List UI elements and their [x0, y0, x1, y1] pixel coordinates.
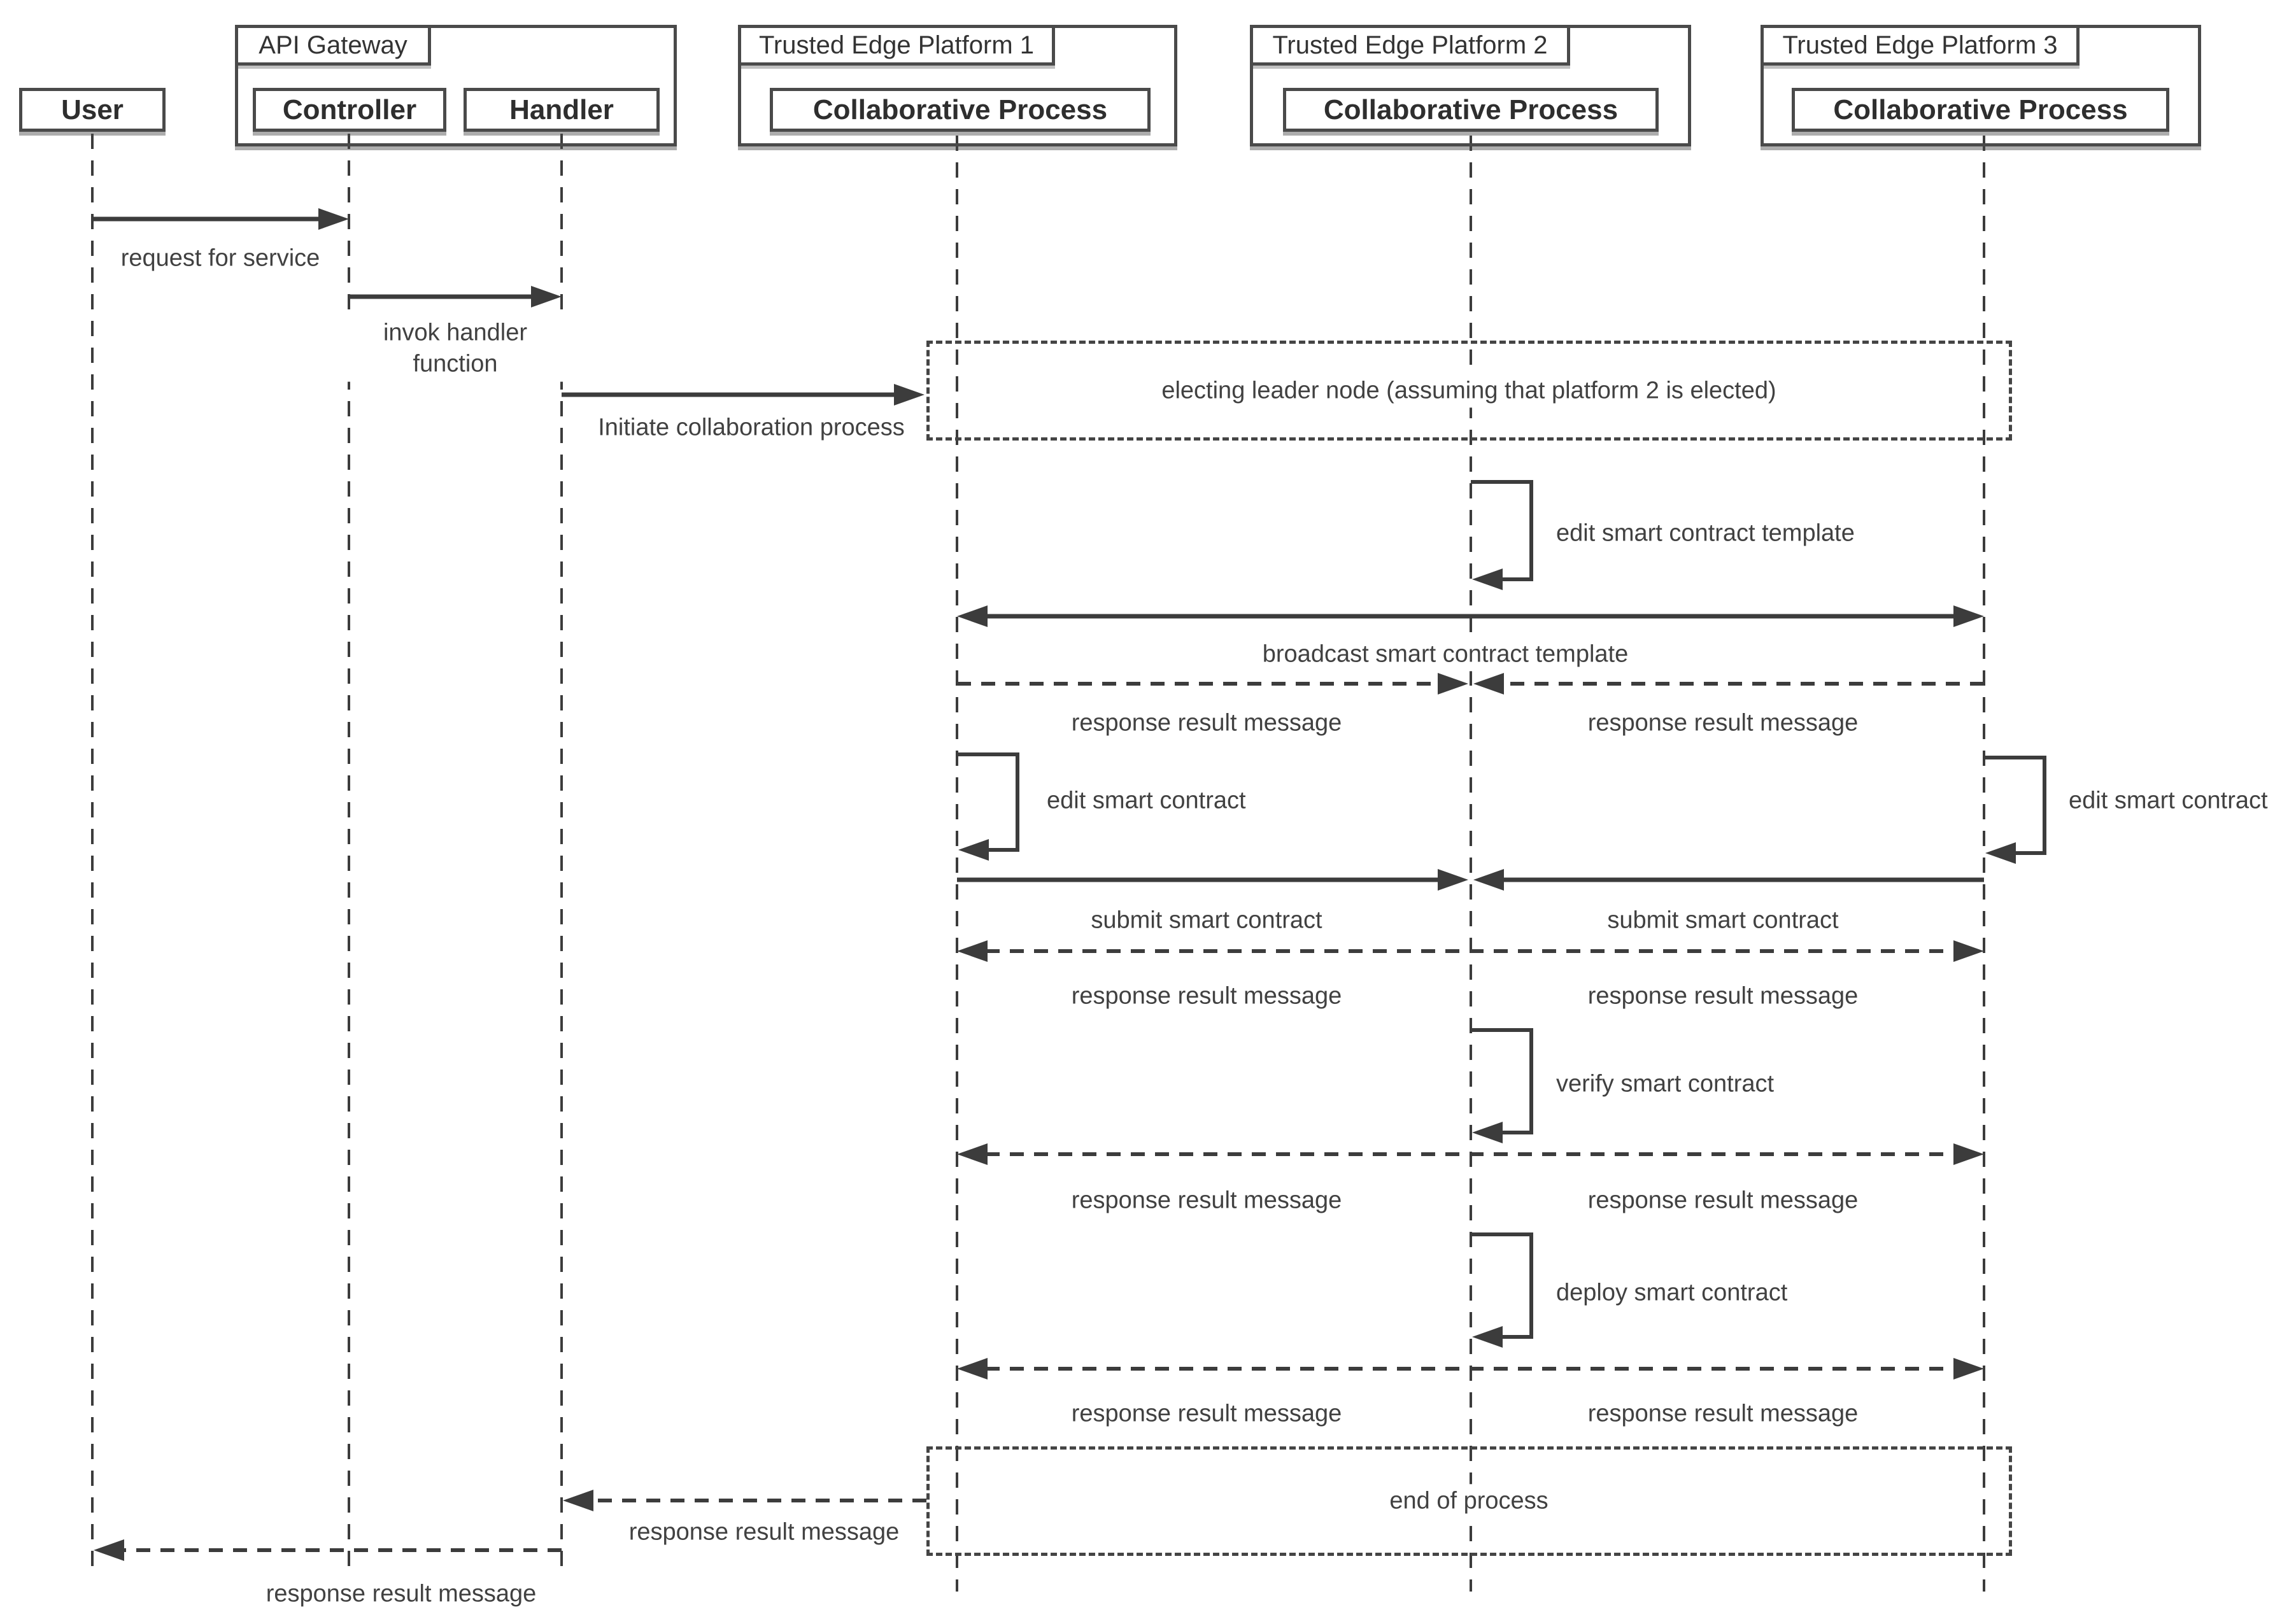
label-response-to-handler: response result message	[621, 1515, 907, 1550]
label-initiate-collaboration: Initiate collaboration process	[590, 411, 912, 445]
label-response-submit-left: response result message	[1063, 979, 1350, 1013]
loop-edit-contract-p1	[957, 752, 1019, 861]
actor-controller-box: Controller	[253, 88, 446, 132]
electing-leader-frame	[926, 341, 2012, 441]
label-response-deploy-right: response result message	[1580, 1397, 1866, 1431]
label-submit-right: submit smart contract	[1599, 903, 1846, 938]
platform3-tab: Trusted Edge Platform 3	[1761, 25, 2080, 66]
loop-verify-contract-p2	[1471, 1028, 1533, 1143]
label-request-for-service: request for service	[113, 241, 328, 276]
solid-arrows	[92, 208, 1984, 891]
dashed-arrows	[94, 673, 1984, 1561]
api-gateway-tab: API Gateway	[235, 25, 431, 66]
label-edit-template: edit smart contract template	[1548, 516, 1862, 551]
arrow-response-verify	[957, 1143, 1984, 1165]
arrow-response-deploy	[957, 1358, 1984, 1380]
arrow-response-to-handler	[563, 1490, 926, 1511]
label-submit-left: submit smart contract	[1083, 903, 1330, 938]
platform1-tab: Trusted Edge Platform 1	[738, 25, 1055, 66]
arrow-submit-contract-right	[1473, 869, 1984, 891]
actor-collaborative-process-3-box: Collaborative Process	[1792, 88, 2169, 132]
label-response-broadcast-left: response result message	[1063, 706, 1350, 740]
arrow-response-to-user	[94, 1539, 562, 1561]
arrow-response-broadcast-right	[1473, 673, 1984, 695]
loop-deploy-contract-p2	[1471, 1232, 1533, 1348]
actor-user-box: User	[19, 88, 166, 132]
label-verify-contract: verify smart contract	[1548, 1067, 1782, 1101]
label-response-verify-right: response result message	[1580, 1183, 1866, 1218]
label-end-of-process: end of process	[1382, 1484, 1556, 1518]
self-loops	[957, 480, 2046, 1348]
actor-handler-box: Handler	[464, 88, 660, 132]
platform2-tab: Trusted Edge Platform 2	[1250, 25, 1570, 66]
arrow-response-broadcast-left	[957, 673, 1468, 695]
actor-collaborative-process-1-box: Collaborative Process	[770, 88, 1151, 132]
label-electing-leader: electing leader node (assuming that plat…	[1154, 374, 1784, 408]
label-deploy-contract: deploy smart contract	[1548, 1276, 1796, 1310]
end-of-process-frame	[926, 1446, 2012, 1556]
arrow-broadcast-template	[957, 605, 1984, 627]
label-response-verify-left: response result message	[1063, 1183, 1350, 1218]
label-edit-contract-p1: edit smart contract	[1039, 784, 1254, 818]
label-response-deploy-left: response result message	[1063, 1397, 1350, 1431]
loop-edit-template-p2	[1471, 480, 1533, 590]
actor-collaborative-process-2-box: Collaborative Process	[1283, 88, 1659, 132]
label-response-to-user: response result message	[258, 1577, 544, 1611]
arrow-initiate-collaboration	[562, 384, 925, 406]
arrow-request-for-service	[92, 208, 349, 230]
arrow-invoke-handler	[349, 286, 562, 307]
label-edit-contract-p3: edit smart contract	[2061, 784, 2276, 818]
api-gateway-box	[235, 25, 677, 146]
loop-edit-contract-p3	[1984, 756, 2046, 864]
label-response-submit-right: response result message	[1580, 979, 1866, 1013]
label-broadcast-template: broadcast smart contract template	[1254, 637, 1636, 672]
arrow-response-submit	[957, 940, 1984, 962]
arrow-submit-contract-left	[957, 869, 1468, 891]
label-invoke-handler: invok handler function	[341, 316, 570, 382]
label-response-broadcast-right: response result message	[1580, 706, 1866, 740]
